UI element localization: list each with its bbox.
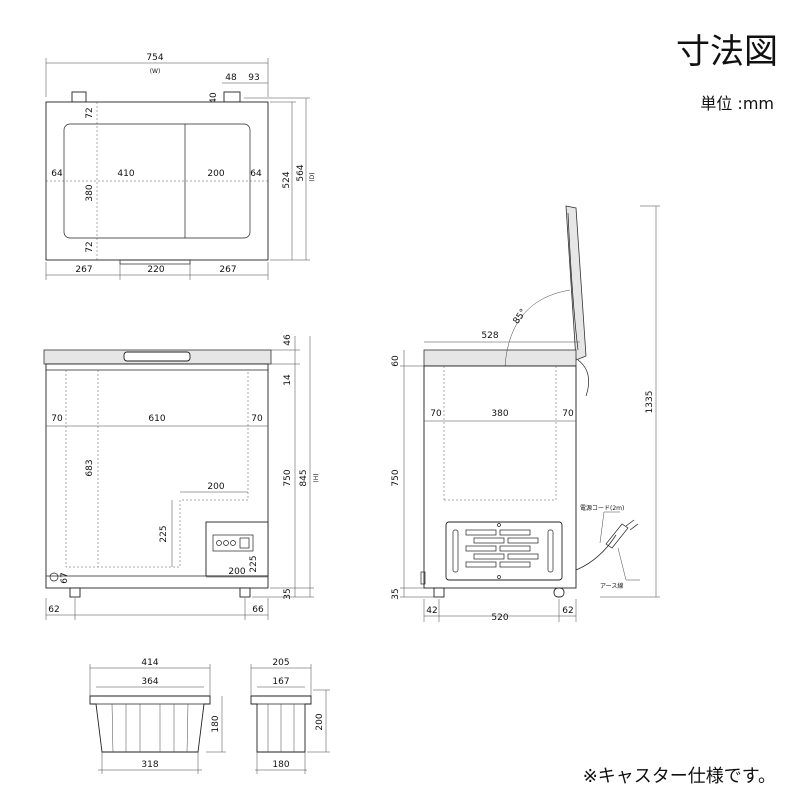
top-depth-total: 564: [296, 164, 306, 181]
side-caster-right-offset: 62: [562, 606, 573, 616]
side-caster-left: [433, 587, 445, 598]
side-view: 528 60 85°: [391, 205, 660, 623]
basket-front-top-width: 414: [141, 658, 158, 668]
basket-side-mid-width: 167: [272, 677, 289, 687]
top-margin-bottom: 72: [85, 241, 95, 252]
side-caster-height: 35: [391, 588, 401, 599]
basket-side-top-width: 205: [272, 658, 289, 668]
front-handle: [123, 351, 191, 362]
top-width-total: 754: [146, 53, 163, 63]
top-depth-code: (D): [309, 172, 316, 181]
front-inner-height: 683: [85, 459, 95, 476]
front-base-gap: 67: [60, 572, 70, 583]
front-step-width: 200: [207, 482, 224, 492]
side-power-cord: [575, 534, 617, 571]
top-left-margin: 64: [51, 169, 63, 179]
front-step-height: 225: [159, 525, 169, 542]
basket-front-view: 414 364 180 318: [89, 658, 226, 774]
side-right-wall: 70: [562, 409, 574, 419]
caster-note: ※キャスター仕様です。: [582, 766, 776, 787]
side-lid-depth: 528: [481, 331, 498, 341]
front-rim-height: 14: [283, 374, 293, 386]
top-pipe-offset: 93: [248, 73, 259, 83]
page-title: 寸法図: [676, 32, 778, 72]
top-lid-depth: 380: [85, 184, 95, 201]
top-pipe-right: [223, 91, 241, 103]
unit-label: 単位 :mm: [700, 94, 774, 113]
side-lid: [423, 349, 577, 367]
front-height-code: (H): [313, 473, 320, 482]
side-body-height: 750: [391, 469, 401, 486]
top-bottom-mid: 220: [147, 265, 164, 275]
front-control-panel: [212, 534, 254, 552]
side-lid-height: 60: [391, 355, 401, 367]
side-ground-label: アース線: [600, 582, 623, 590]
front-body-height: 750: [283, 469, 293, 486]
side-open-angle: 85°: [512, 307, 529, 326]
top-depth-inner: 524: [282, 171, 292, 188]
top-pipe-width: 48: [225, 73, 237, 83]
basket-front-height: 180: [211, 715, 221, 732]
front-caster-left: [69, 587, 81, 598]
top-bottom-right: 267: [219, 265, 236, 275]
front-view: 70 610 70 683 200 225 200 225 67 46 14 7…: [43, 334, 320, 620]
top-width-code: (W): [150, 68, 161, 75]
basket-side-height: 200: [315, 713, 325, 730]
front-machine-box: [205, 521, 269, 577]
side-inner-depth: 380: [491, 409, 508, 419]
front-machine-width: 200: [228, 567, 245, 577]
top-view: 754 (W) 48 93 40 64 410 200 64 72 380: [45, 53, 316, 280]
side-depth-total: 520: [491, 613, 508, 623]
top-right-lid: 200: [207, 169, 224, 179]
basket-front-mid-width: 364: [141, 677, 158, 687]
basket-side-view: 205 167 200 180: [250, 658, 330, 774]
basket-side-bottom-width: 180: [272, 760, 289, 770]
top-left-lid: 410: [117, 169, 134, 179]
front-lid-height: 46: [283, 334, 293, 346]
top-right-margin: 64: [250, 169, 262, 179]
basket-front-outline: [89, 695, 211, 753]
front-caster-right-offset: 66: [252, 605, 264, 615]
top-pipe-left: [71, 91, 87, 103]
front-total-height: 845: [299, 469, 309, 486]
side-left-wall: 70: [430, 409, 442, 419]
side-open-lid: [565, 205, 587, 361]
front-machine-height: 225: [249, 555, 259, 572]
side-cord-label: 電源コード(2m): [580, 504, 624, 512]
front-caster-right: [239, 587, 251, 598]
front-left-wall: 70: [51, 414, 63, 424]
side-open-height: 1335: [645, 391, 655, 414]
front-right-wall: 70: [251, 414, 263, 424]
front-caster-height: 35: [283, 588, 293, 599]
side-caster-left-offset: 42: [426, 606, 437, 616]
side-caster-right: [553, 587, 565, 598]
basket-front-bottom-width: 318: [141, 760, 158, 770]
top-bottom-left: 267: [75, 265, 92, 275]
front-caster-left-offset: 62: [48, 605, 59, 615]
front-inner-width: 610: [148, 414, 165, 424]
top-margin-top: 72: [85, 107, 95, 118]
top-pipe-height: 40: [209, 92, 219, 104]
